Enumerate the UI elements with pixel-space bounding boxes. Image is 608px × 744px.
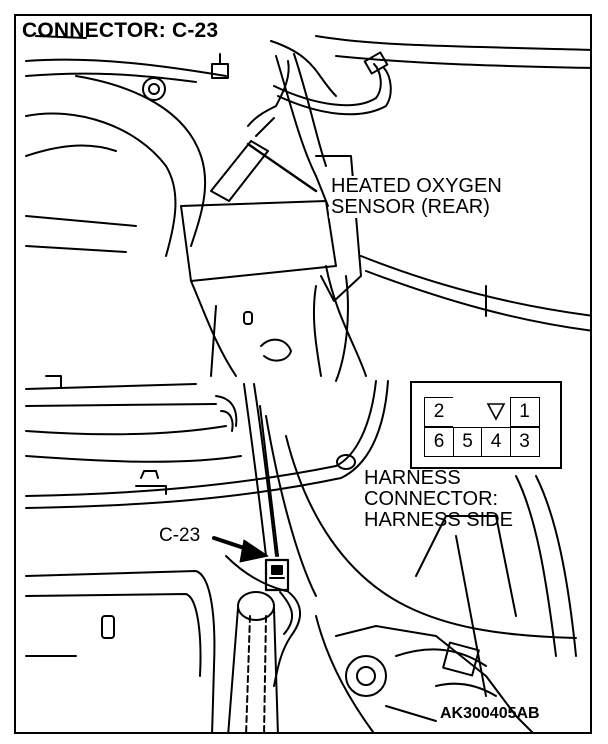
- diagram-frame: CONNECTOR: C-23 HEATED OXYGEN SENSOR (RE…: [14, 14, 592, 734]
- pin-cell: 3: [509, 427, 540, 457]
- pin-cell: 4: [481, 427, 511, 457]
- pin-row-bottom: 6 5 4 3: [424, 427, 540, 457]
- harness-label-line2: CONNECTOR:: [364, 488, 499, 510]
- pin-cell: 2: [424, 397, 454, 427]
- down-triangle-icon: [486, 403, 506, 421]
- sensor-label-line2: SENSOR (REAR): [331, 196, 490, 218]
- lower-view-drawing: [25, 375, 577, 732]
- pin-cell-blank: [452, 397, 483, 427]
- pin-cell-blank: [481, 397, 511, 427]
- pin-cell: 1: [509, 397, 540, 427]
- pin-cell: 5: [452, 427, 483, 457]
- heated-oxygen-sensor-label: HEATED OXYGEN SENSOR (REAR): [329, 176, 504, 218]
- pin-cell: 6: [424, 427, 454, 457]
- connector-pin-layout: 2 1 6 5 4 3: [410, 381, 562, 469]
- figure-code: AK300405AB: [440, 705, 540, 722]
- connector-title: CONNECTOR: C-23: [22, 19, 219, 42]
- connector-callout-label: C-23: [159, 525, 201, 546]
- sensor-label-line1: HEATED OXYGEN: [331, 175, 502, 197]
- harness-label-line3: HARNESS SIDE: [364, 509, 513, 531]
- pin-row-top: 2 1: [424, 397, 540, 427]
- harness-label-line1: HARNESS: [364, 467, 461, 489]
- upper-view-drawing: [25, 35, 590, 382]
- harness-connector-label: HARNESS CONNECTOR: HARNESS SIDE: [364, 468, 513, 531]
- vehicle-underbody-illustration: [25, 35, 590, 732]
